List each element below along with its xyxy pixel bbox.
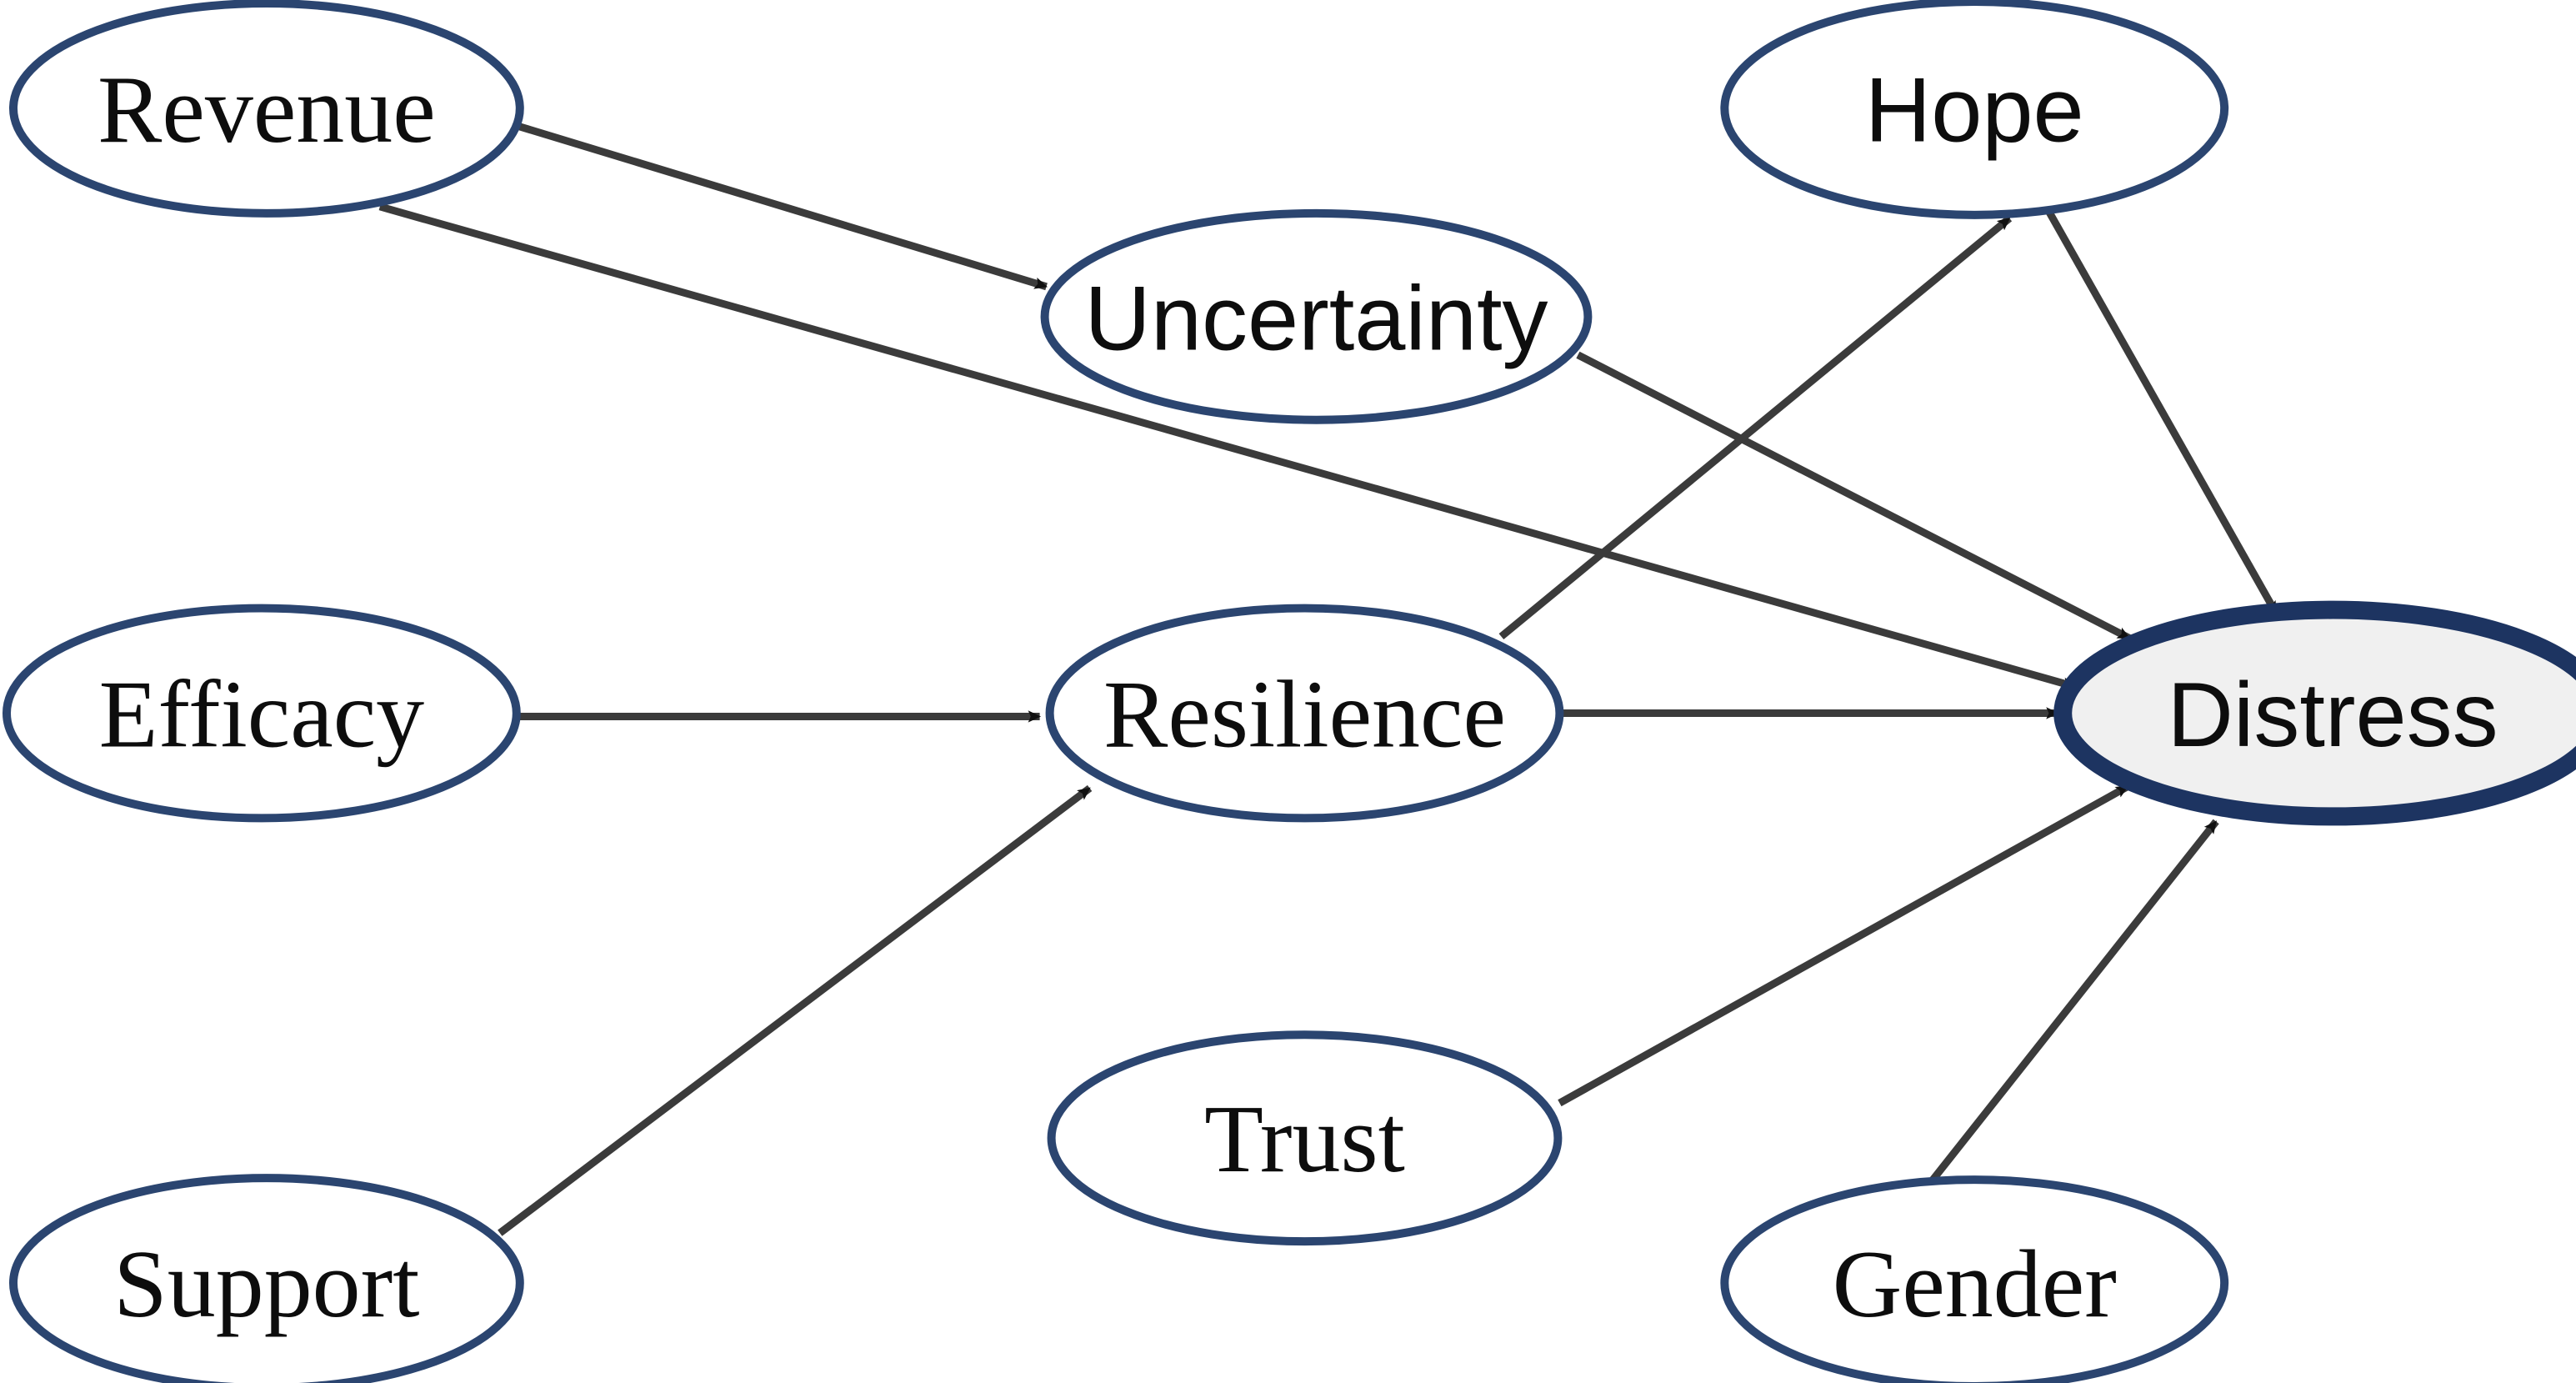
node-revenue[interactable]: Revenue [9, 0, 524, 218]
edge-support-to-resilience [498, 784, 1093, 1236]
node-trust[interactable]: Trust [1047, 1030, 1563, 1246]
node-hope[interactable]: Hope [1720, 0, 2229, 219]
node-uncertainty[interactable]: Uncertainty [1040, 208, 1593, 424]
node-gender-shape[interactable] [1720, 1175, 2229, 1383]
node-revenue-label: Revenue [98, 57, 436, 163]
node-trust-shape[interactable] [1047, 1030, 1563, 1246]
node-hope-shape[interactable] [1720, 0, 2229, 219]
node-support-label: Support [113, 1231, 419, 1338]
node-trust-label: Trust [1204, 1086, 1405, 1193]
node-revenue-shape[interactable] [9, 0, 524, 218]
node-efficacy-label: Efficacy [99, 661, 425, 768]
node-support-shape[interactable] [9, 1174, 524, 1383]
node-hope-label: Hope [1865, 58, 2084, 161]
node-uncertainty-shape[interactable] [1040, 208, 1593, 424]
node-distress-shape[interactable] [2053, 600, 2576, 826]
node-efficacy[interactable]: Efficacy [2, 604, 521, 823]
node-gender[interactable]: Gender [1720, 1175, 2229, 1383]
node-uncertainty-label: Uncertainty [1084, 267, 1548, 369]
node-gender-label: Gender [1833, 1231, 2117, 1338]
node-distress[interactable]: Distress [2053, 600, 2576, 826]
edge-hope-to-distress [2043, 204, 2280, 615]
edge-revenue-to-uncertainty [518, 123, 1048, 291]
node-efficacy-shape[interactable] [2, 604, 521, 823]
edge-resilience-to-hope [1498, 215, 2013, 640]
edge-gender-to-distress [1929, 819, 2219, 1182]
node-resilience-label: Resilience [1103, 661, 1506, 768]
edge-layer [378, 123, 2280, 1236]
edge-uncertainty-to-distress [1576, 351, 2132, 642]
node-resilience[interactable]: Resilience [1045, 604, 1564, 823]
node-support[interactable]: Support [9, 1174, 524, 1383]
node-distress-label: Distress [2168, 664, 2498, 766]
edge-revenue-to-distress [378, 203, 2076, 690]
edge-trust-to-distress [1558, 783, 2130, 1107]
node-resilience-shape[interactable] [1045, 604, 1564, 823]
